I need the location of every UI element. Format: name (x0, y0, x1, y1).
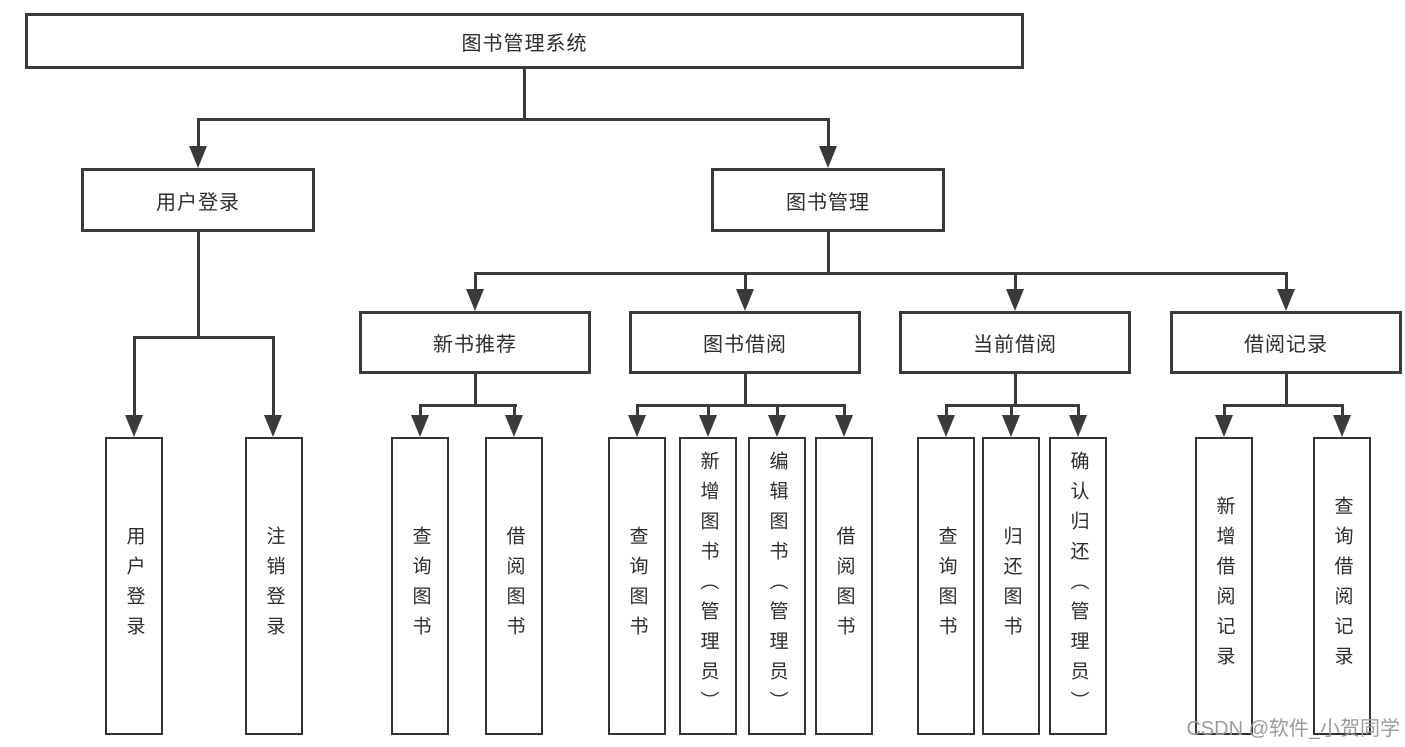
arrowhead-current-borrow (1006, 289, 1024, 311)
connector-group-branch (1223, 404, 1344, 407)
arrowhead-book-borrow (736, 289, 754, 311)
connector-book-mgmt-drop (827, 118, 830, 150)
node-borrowing-records: 借阅记录 (1170, 311, 1402, 374)
leaf-label: 查询图书 (935, 526, 957, 646)
leaf-borrow-books: 借阅图书 (485, 437, 543, 735)
leaf-label: 归还图书 (1000, 526, 1022, 646)
node-label: 用户登录 (156, 191, 240, 214)
connector-leaf-drop (776, 404, 779, 418)
node-book-borrowing: 图书借阅 (629, 311, 861, 374)
arrowhead-user-login (189, 146, 207, 168)
leaf-query-books: 查询图书 (608, 437, 666, 735)
connector-group-branch (419, 404, 517, 407)
arrowhead-leaf (628, 415, 646, 437)
node-label: 新书推荐 (433, 334, 517, 356)
connector-group-stem (474, 373, 477, 407)
leaf-add-borrow-record: 新增借阅记录 (1195, 437, 1253, 735)
arrowhead-leaf (505, 415, 523, 437)
connector-level3-drop (474, 272, 477, 292)
connector-group-stem (744, 373, 747, 407)
leaf-add-books-admin: 新增图书（管理员） (679, 437, 737, 735)
arrowhead-leaf (1333, 415, 1351, 437)
connector-leaf-drop (1341, 404, 1344, 418)
arrowhead-leaf (125, 415, 143, 437)
arrowhead-leaf (1002, 415, 1020, 437)
connector-group-stem (1285, 373, 1288, 407)
connector-leaf-drop (1223, 404, 1226, 418)
connector-level3-branch (474, 272, 1287, 275)
arrowhead-leaf (835, 415, 853, 437)
leaf-label: 用户登录 (123, 526, 145, 646)
leaf-confirm-return-admin: 确认归还（管理员） (1049, 437, 1107, 735)
leaf-query-borrow-record: 查询借阅记录 (1313, 437, 1371, 735)
leaf-label: 借阅图书 (503, 526, 525, 646)
watermark: CSDN @软件_小贺同学 (1186, 718, 1400, 740)
connector-user-login-drop (197, 118, 200, 150)
node-label: 借阅记录 (1244, 334, 1328, 356)
node-label: 当前借阅 (973, 334, 1057, 356)
node-label: 图书管理系统 (461, 32, 588, 55)
arrowhead-leaf (937, 415, 955, 437)
connector-leaf-drop (1077, 404, 1080, 418)
leaf-borrow-books: 借阅图书 (815, 437, 873, 735)
leaf-label: 编辑图书（管理员） (766, 451, 788, 721)
arrowhead-book-mgmt (819, 146, 837, 168)
node-current-borrowing: 当前借阅 (899, 311, 1131, 374)
connector-level3-drop (1285, 272, 1288, 292)
leaf-label: 查询借阅记录 (1331, 496, 1353, 676)
node-label: 图书借阅 (703, 334, 787, 356)
arrowhead-new-books (466, 289, 484, 311)
connector-group-stem (1014, 373, 1017, 407)
connector-leaf-drop (945, 404, 948, 418)
leaf-logout: 注销登录 (245, 437, 303, 735)
leaf-query-books: 查询图书 (391, 437, 449, 735)
arrowhead-leaf (1215, 415, 1233, 437)
leaf-label: 借阅图书 (833, 526, 855, 646)
connector-book-mgmt-stem (827, 232, 830, 275)
arrowhead-leaf (1069, 415, 1087, 437)
connector-leaf-drop (513, 404, 516, 418)
leaf-query-books: 查询图书 (917, 437, 975, 735)
connector-leaf-drop (1010, 404, 1013, 418)
node-book-management: 图书管理 (711, 168, 945, 232)
connector-level3-drop (1014, 272, 1017, 292)
leaf-user-login: 用户登录 (105, 437, 163, 735)
leaf-label: 查询图书 (409, 526, 431, 646)
arrowhead-leaf (768, 415, 786, 437)
connector-group-branch (636, 404, 846, 407)
connector-leaf-drop (707, 404, 710, 418)
leaf-label: 查询图书 (626, 526, 648, 646)
connector-leaf-drop (636, 404, 639, 418)
node-root-library-system: 图书管理系统 (25, 13, 1024, 69)
connector-level3-drop (744, 272, 747, 292)
connector-user-login-branch (133, 336, 275, 339)
connector-user-login-stem (197, 232, 200, 337)
connector-leaf-drop (272, 336, 275, 418)
node-new-book-recommend: 新书推荐 (359, 311, 591, 374)
connector-level2-branch (197, 118, 830, 121)
arrowhead-leaf (699, 415, 717, 437)
leaf-label: 确认归还（管理员） (1067, 451, 1089, 721)
leaf-label: 注销登录 (263, 526, 285, 646)
arrowhead-leaf (264, 415, 282, 437)
arrowhead-borrow-records (1277, 289, 1295, 311)
node-label: 图书管理 (786, 191, 870, 214)
leaf-edit-books-admin: 编辑图书（管理员） (748, 437, 806, 735)
connector-leaf-drop (843, 404, 846, 418)
leaf-label: 新增图书（管理员） (697, 451, 719, 721)
leaf-return-books: 归还图书 (982, 437, 1040, 735)
connector-root-stem (523, 69, 526, 118)
node-user-login: 用户登录 (81, 168, 315, 232)
connector-leaf-drop (419, 404, 422, 418)
arrowhead-leaf (411, 415, 429, 437)
connector-leaf-drop (133, 336, 136, 418)
leaf-label: 新增借阅记录 (1213, 496, 1235, 676)
